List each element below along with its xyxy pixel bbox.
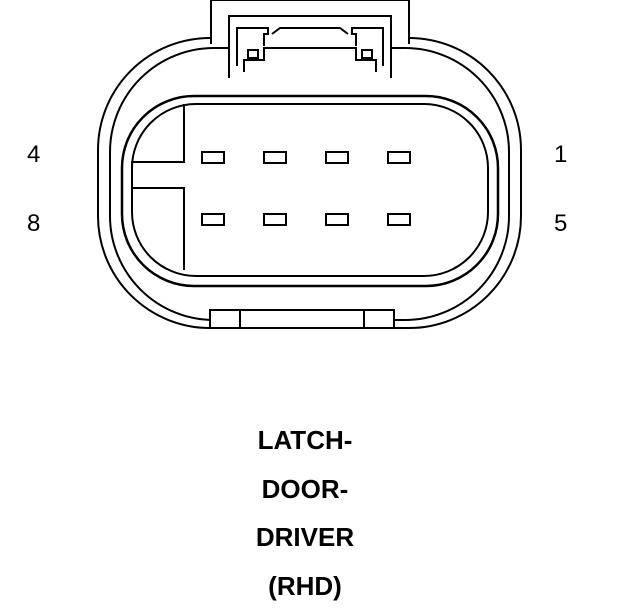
pin-row-top [202,152,410,163]
pin-cavity-7 [264,214,286,225]
connector-caption: LATCH- DOOR- DRIVER (RHD) [0,416,610,610]
key-rib [132,104,184,270]
keying-foot-left [210,310,240,328]
pin-cavity-1 [388,152,410,163]
connector-housing-inner [110,48,509,320]
pin-label-top-left: 4 [27,143,40,167]
pin-cavity-8 [202,214,224,225]
pin-label-bottom-left: 8 [27,212,40,236]
keying-foot-right [364,310,394,328]
pin-label-top-right: 1 [554,143,567,167]
caption-line-1: LATCH- [0,416,610,465]
keying-foot-center [240,310,364,328]
pin-cavity-5 [388,214,410,225]
terminal-cavity-inner [132,104,488,276]
pin-row-bottom [202,214,410,225]
pin-cavity-6 [326,214,348,225]
pin-cavity-2 [326,152,348,163]
pin-label-bottom-right: 5 [554,212,567,236]
caption-line-3: DRIVER [0,513,610,562]
caption-line-4: (RHD) [0,562,610,610]
pin-cavity-4 [202,152,224,163]
pin-cavity-3 [264,152,286,163]
connector-housing-outer [98,38,521,328]
terminal-cavity-outer [122,96,498,286]
caption-line-2: DOOR- [0,465,610,514]
